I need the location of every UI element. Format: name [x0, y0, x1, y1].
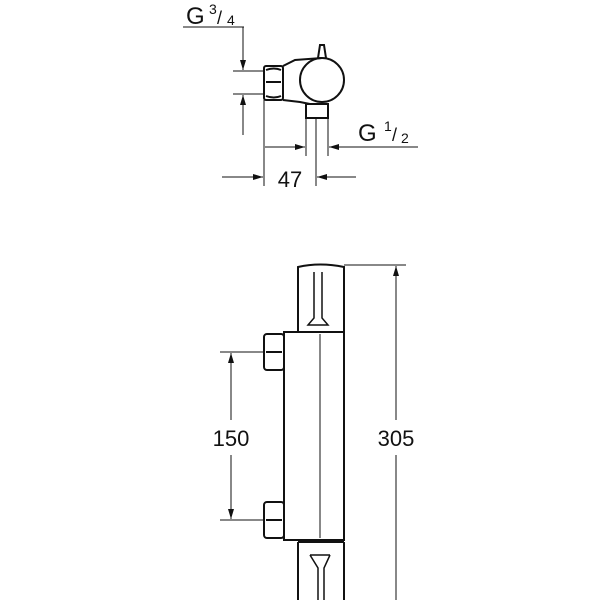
inlet-thread-label: G	[186, 3, 205, 30]
offset-dimension: 47	[278, 167, 302, 192]
side-view	[183, 26, 418, 186]
outlet-thread-den: 2	[401, 130, 409, 146]
fraction-slash: /	[392, 125, 397, 145]
valve-side-body	[263, 44, 345, 119]
inlet-thread-den: 4	[227, 12, 235, 28]
thermostat-body	[263, 263, 345, 600]
front-view	[220, 263, 406, 600]
outlet-thread-num: 1	[384, 118, 392, 134]
outlet-thread-label: G	[358, 120, 377, 147]
fraction-slash: /	[217, 8, 222, 28]
total-height-dimension: 305	[378, 426, 415, 451]
inlet-thread-num: 3	[209, 1, 217, 17]
inlet-spacing-dimension: 150	[213, 426, 250, 451]
